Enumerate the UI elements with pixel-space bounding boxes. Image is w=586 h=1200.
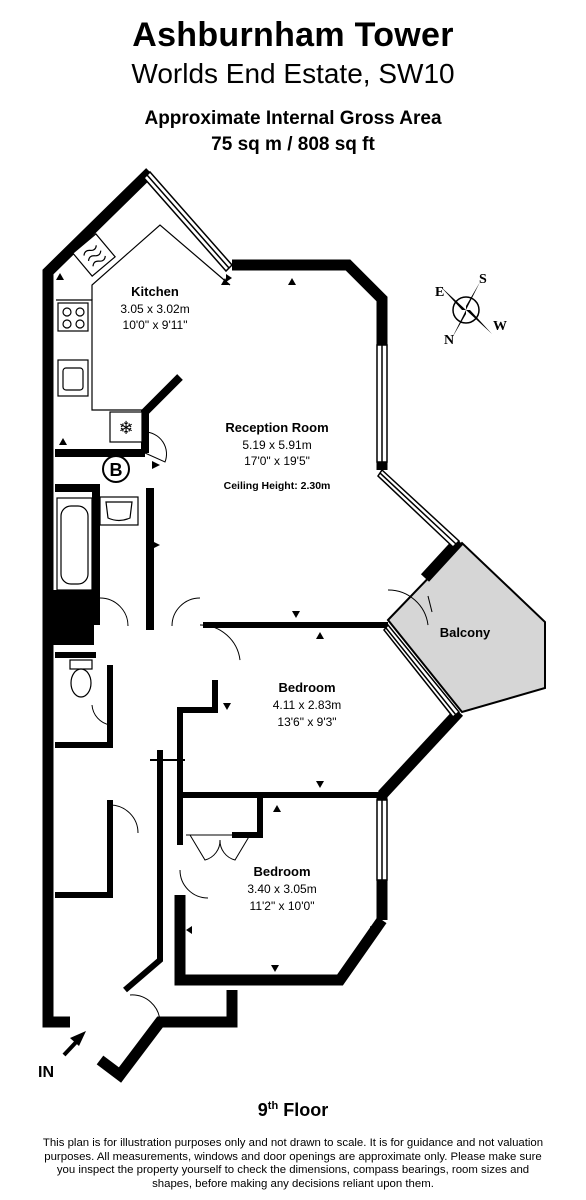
svg-text:13'6" x 9'3": 13'6" x 9'3": [277, 715, 336, 729]
svg-text:S: S: [479, 272, 487, 287]
svg-text:Kitchen: Kitchen: [131, 284, 179, 299]
svg-text:Reception Room: Reception Room: [225, 420, 328, 435]
svg-text:Balcony: Balcony: [440, 625, 491, 640]
wc-icon: [69, 659, 93, 670]
property-subtitle: Worlds End Estate, SW10: [131, 58, 455, 89]
area-heading: Approximate Internal Gross Area: [144, 108, 442, 129]
bathroom-fittings: [56, 496, 139, 698]
room-label-kitchen: Kitchen 3.05 x 3.02m 10'0" x 9'11": [120, 284, 189, 332]
svg-text:N: N: [444, 333, 454, 348]
windows: [142, 170, 461, 881]
ceiling-markers: [56, 273, 376, 972]
floor-plan: ❄ B Kitchen 3.05 x 3.02m 10'0" x 9'11": [38, 168, 546, 1083]
room-label-balcony: Balcony: [440, 625, 491, 640]
svg-text:10'0" x 9'11": 10'0" x 9'11": [123, 318, 188, 332]
room-label-bedroom-2: Bedroom 3.40 x 3.05m 11'2" x 10'0": [247, 864, 316, 913]
svg-text:4.11 x 2.83m: 4.11 x 2.83m: [273, 698, 341, 712]
svg-text:E: E: [435, 285, 444, 300]
svg-text:Bedroom: Bedroom: [278, 680, 335, 695]
svg-text:B: B: [110, 460, 123, 480]
washer-icon: [72, 233, 116, 277]
entrance-marker: IN: [38, 1031, 86, 1081]
svg-text:W: W: [493, 319, 507, 334]
svg-text:11'2" x 10'0": 11'2" x 10'0": [250, 899, 315, 913]
svg-text:IN: IN: [38, 1064, 54, 1081]
door-swings: [91, 431, 433, 1023]
room-label-bedroom-1: Bedroom 4.11 x 2.83m 13'6" x 9'3": [273, 680, 341, 729]
svg-text:❄: ❄: [118, 418, 133, 438]
property-title: Ashburnham Tower: [132, 16, 454, 54]
compass-icon: E S W N: [435, 272, 507, 348]
kitchen-fittings: ❄: [56, 224, 231, 443]
svg-text:Bedroom: Bedroom: [253, 864, 310, 879]
floor-number: 9: [257, 1100, 268, 1120]
wardrobe: [186, 834, 255, 861]
svg-text:5.19 x 5.91m: 5.19 x 5.91m: [242, 438, 311, 452]
svg-text:3.40 x 3.05m: 3.40 x 3.05m: [247, 882, 316, 896]
floor-word: Floor: [283, 1100, 329, 1120]
room-label-reception: Reception Room 5.19 x 5.91m 17'0" x 19'5…: [224, 420, 331, 492]
svg-text:17'0" x 19'5": 17'0" x 19'5": [244, 454, 310, 468]
disclaimer-text: This plan is for illustration purposes o…: [42, 1137, 544, 1190]
svg-text:3.05 x 3.02m: 3.05 x 3.02m: [120, 302, 189, 316]
fridge-icon: [109, 411, 143, 443]
floor-label: 9th Floor: [0, 1100, 586, 1121]
svg-text:Ceiling Height: 2.30m: Ceiling Height: 2.30m: [224, 480, 331, 492]
floor-suffix: th: [267, 1100, 279, 1112]
boiler-marker: B: [102, 455, 130, 483]
area-value: 75 sq m / 808 sq ft: [211, 134, 375, 155]
